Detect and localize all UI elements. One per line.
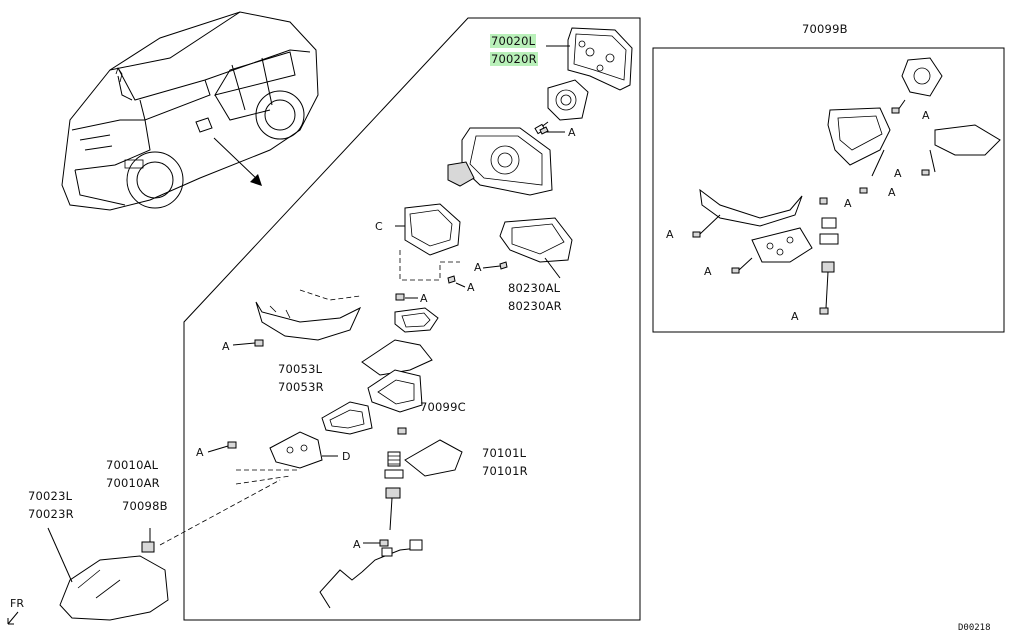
seal-ring	[394, 307, 439, 333]
callout-c: C	[375, 220, 383, 233]
part-label-70020L[interactable]: 70020L	[490, 34, 537, 48]
spring-stack	[384, 451, 404, 531]
part-label-70101R[interactable]: 70101R	[482, 464, 528, 478]
folding-unit	[361, 339, 433, 413]
diagram-code: D00218	[958, 623, 991, 633]
callout-a: A	[894, 167, 902, 180]
bolt-70098B	[141, 479, 281, 553]
part-label-70098B[interactable]: 70098B	[122, 499, 168, 513]
mirror-glass-part	[546, 27, 633, 91]
part-label-70023L[interactable]: 70023L	[28, 489, 73, 503]
base-gasket	[321, 401, 373, 435]
callout-a: A	[568, 126, 576, 139]
mirror-frame-bracket	[395, 203, 461, 281]
callout-a: A	[420, 292, 428, 305]
mirror-base-housing	[447, 127, 553, 196]
vehicle-outline	[61, 11, 319, 211]
callout-a: A	[222, 340, 230, 353]
part-label-70099C[interactable]: 70099C	[420, 400, 466, 414]
mirror-actuator	[534, 79, 589, 135]
part-label-70020R[interactable]: 70020R	[490, 52, 538, 66]
part-label-70023R[interactable]: 70023R	[28, 507, 74, 521]
part-label-70099B[interactable]: 70099B	[802, 22, 848, 36]
screw-icons	[207, 126, 565, 547]
callout-a: A	[196, 446, 204, 459]
callout-d: D	[342, 450, 351, 463]
callout-a: A	[844, 197, 852, 210]
callout-a: A	[474, 261, 482, 274]
puddle-lamp	[404, 439, 463, 477]
front-direction-arrow	[7, 611, 19, 625]
main-assembly-frame	[183, 17, 641, 621]
direction-label: FR	[10, 597, 24, 610]
callout-a: A	[791, 310, 799, 323]
inset-frame-70099B	[652, 47, 1005, 333]
callout-a: A	[704, 265, 712, 278]
callout-a: A	[922, 109, 930, 122]
mirror-base-assembly	[235, 431, 338, 485]
part-label-70010AR[interactable]: 70010AR	[106, 476, 160, 490]
wire-harness	[319, 539, 423, 609]
part-label-70053R[interactable]: 70053R	[278, 380, 324, 394]
callout-a: A	[353, 538, 361, 551]
callout-a: A	[888, 186, 896, 199]
turn-signal-lamp	[499, 217, 573, 279]
inset-parts	[692, 57, 1001, 315]
callout-a: A	[666, 228, 674, 241]
part-label-70101L[interactable]: 70101L	[482, 446, 527, 460]
callout-a: A	[467, 281, 475, 294]
part-label-70010AL[interactable]: 70010AL	[106, 458, 159, 472]
part-label-80230AR[interactable]: 80230AR	[508, 299, 562, 313]
lower-cover-part	[255, 289, 362, 341]
part-label-80230AL[interactable]: 80230AL	[508, 281, 561, 295]
part-label-70053L[interactable]: 70053L	[278, 362, 323, 376]
pointer-arrow	[213, 137, 262, 186]
outer-cover-part	[47, 527, 169, 621]
